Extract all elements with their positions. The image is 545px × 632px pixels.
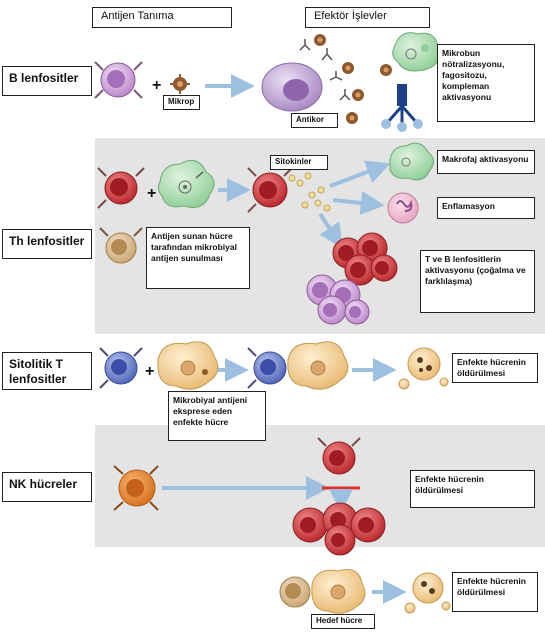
- complement-icon: [381, 84, 423, 132]
- arrow-inflammation: [332, 191, 385, 215]
- b-cell: [94, 61, 143, 99]
- apc-cell: [157, 159, 215, 208]
- label-apc: Antijen sunan hücre tarafından mikrobiya…: [146, 227, 250, 289]
- label-ctl-kill: Enfekte hücrenin öldürülmesi: [452, 353, 538, 383]
- label-th-lymphocytes: Th lenfositler: [2, 229, 92, 259]
- label-tb-activation: T ve B lenfositlerin aktivasyonu (çoğalm…: [420, 250, 535, 313]
- label-macrophage: Makrofaj aktivasyonu: [437, 150, 535, 174]
- plus-sign-th: +: [147, 185, 156, 202]
- label-nk-kill: Enfekte hücrenin öldürülmesi: [410, 470, 535, 508]
- phagocyte-b: [392, 32, 440, 72]
- label-infected: Mikrobiyal antijeni eksprese eden enfekt…: [168, 391, 266, 441]
- label-microbe: Mikrop: [163, 95, 200, 110]
- plasma-cell: [261, 62, 323, 112]
- label-target-cell: Hedef hücre: [311, 614, 375, 629]
- th-tb-cells: [306, 232, 398, 325]
- ctl-synapse: [247, 341, 349, 390]
- ctl-cell: [99, 347, 143, 389]
- th-cell: [97, 167, 145, 209]
- nk-attack: [279, 569, 366, 614]
- cytokine-dots: [288, 172, 331, 212]
- header-antigen: Antijen Tanıma: [92, 7, 232, 28]
- label-inflammation: Enflamasyon: [437, 197, 535, 219]
- plus-sign-ctl: +: [145, 363, 154, 380]
- label-b-lymphocytes: B lenfositler: [2, 66, 92, 96]
- label-nk-cells: NK hücreler: [2, 472, 92, 502]
- coated-microbes: [314, 34, 392, 124]
- th-cell-2: [99, 227, 143, 264]
- antibody-icons: [299, 39, 351, 101]
- arrow-macrophage: [329, 160, 391, 188]
- microbe-icon: [170, 74, 190, 94]
- header-effector: Efektör İşlevler: [305, 7, 430, 28]
- infected-cell: [157, 341, 219, 390]
- label-b-effect: Mikrobun nötralizasyonu, fagositozu, kom…: [437, 44, 535, 122]
- dead-cell-nk: [404, 572, 451, 614]
- nk-cell: [113, 465, 159, 511]
- nk-cluster: [292, 502, 386, 556]
- neutrophil-cell: [387, 192, 419, 224]
- dead-cell-ctl: [398, 347, 449, 390]
- label-cytokines: Sitokinler: [270, 155, 328, 170]
- label-ctl: Sitolitik T lenfositler: [2, 352, 92, 390]
- macrophage-cell: [389, 142, 434, 181]
- th-cell-activated: [247, 167, 293, 213]
- nk-normal-cell: [317, 437, 361, 475]
- label-antibody: Antikor: [291, 113, 338, 128]
- label-nk-kill-2: Enfekte hücrenin öldürülmesi: [452, 572, 538, 612]
- arrow-tb: [318, 212, 343, 248]
- plus-sign-b: +: [152, 77, 161, 94]
